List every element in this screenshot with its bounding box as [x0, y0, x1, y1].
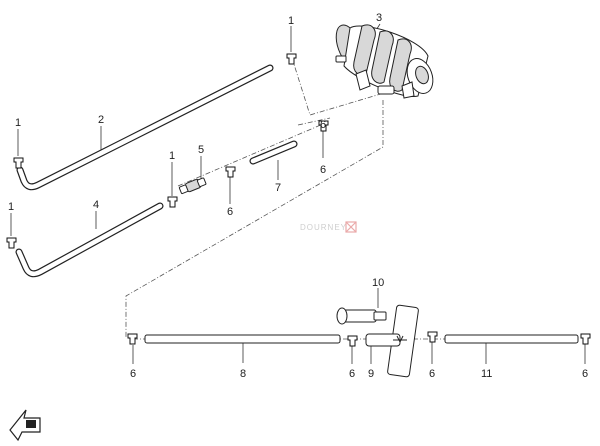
callout-9: 9 — [368, 368, 374, 380]
tee-joint-part-9 — [365, 304, 419, 378]
callout-7: 7 — [275, 182, 281, 194]
connector-part-5 — [178, 177, 207, 195]
short-hose-part-7 — [249, 140, 298, 165]
callout-labels: 1 3 1 2 6 5 1 6 7 6 1 4 10 6 8 6 9 6 11 … — [8, 12, 588, 380]
assembly-centerlines — [125, 57, 578, 340]
callout-6: 6 — [130, 368, 136, 380]
callout-6: 6 — [320, 164, 326, 176]
straight-tube-part-8 — [144, 334, 341, 344]
callout-10: 10 — [372, 277, 384, 289]
callout-5: 5 — [198, 144, 204, 156]
bent-pipe-part-4 — [15, 202, 164, 278]
callout-11: 11 — [481, 368, 492, 380]
hose-clips — [6, 53, 591, 347]
bent-pipe-part-2 — [16, 64, 274, 191]
callout-6: 6 — [429, 368, 435, 380]
callout-3: 3 — [376, 12, 382, 24]
callout-4: 4 — [93, 199, 99, 211]
callout-1: 1 — [15, 117, 21, 129]
watermark: DOURNEY — [300, 221, 357, 233]
callout-6: 6 — [227, 206, 233, 218]
straight-tube-part-11 — [444, 334, 579, 344]
callout-6: 6 — [320, 119, 326, 131]
canister-part-3 — [335, 24, 434, 99]
callout-1: 1 — [169, 150, 175, 162]
watermark-text: DOURNEY — [300, 223, 347, 232]
callout-8: 8 — [240, 368, 246, 380]
leader-lines — [10, 23, 586, 364]
callout-6: 6 — [349, 368, 355, 380]
front-direction-icon — [9, 409, 41, 442]
callout-2: 2 — [98, 114, 104, 126]
callout-1: 1 — [288, 15, 294, 27]
bolt-part-10 — [336, 307, 387, 325]
callout-1: 1 — [8, 201, 14, 213]
callout-6: 6 — [582, 368, 588, 380]
